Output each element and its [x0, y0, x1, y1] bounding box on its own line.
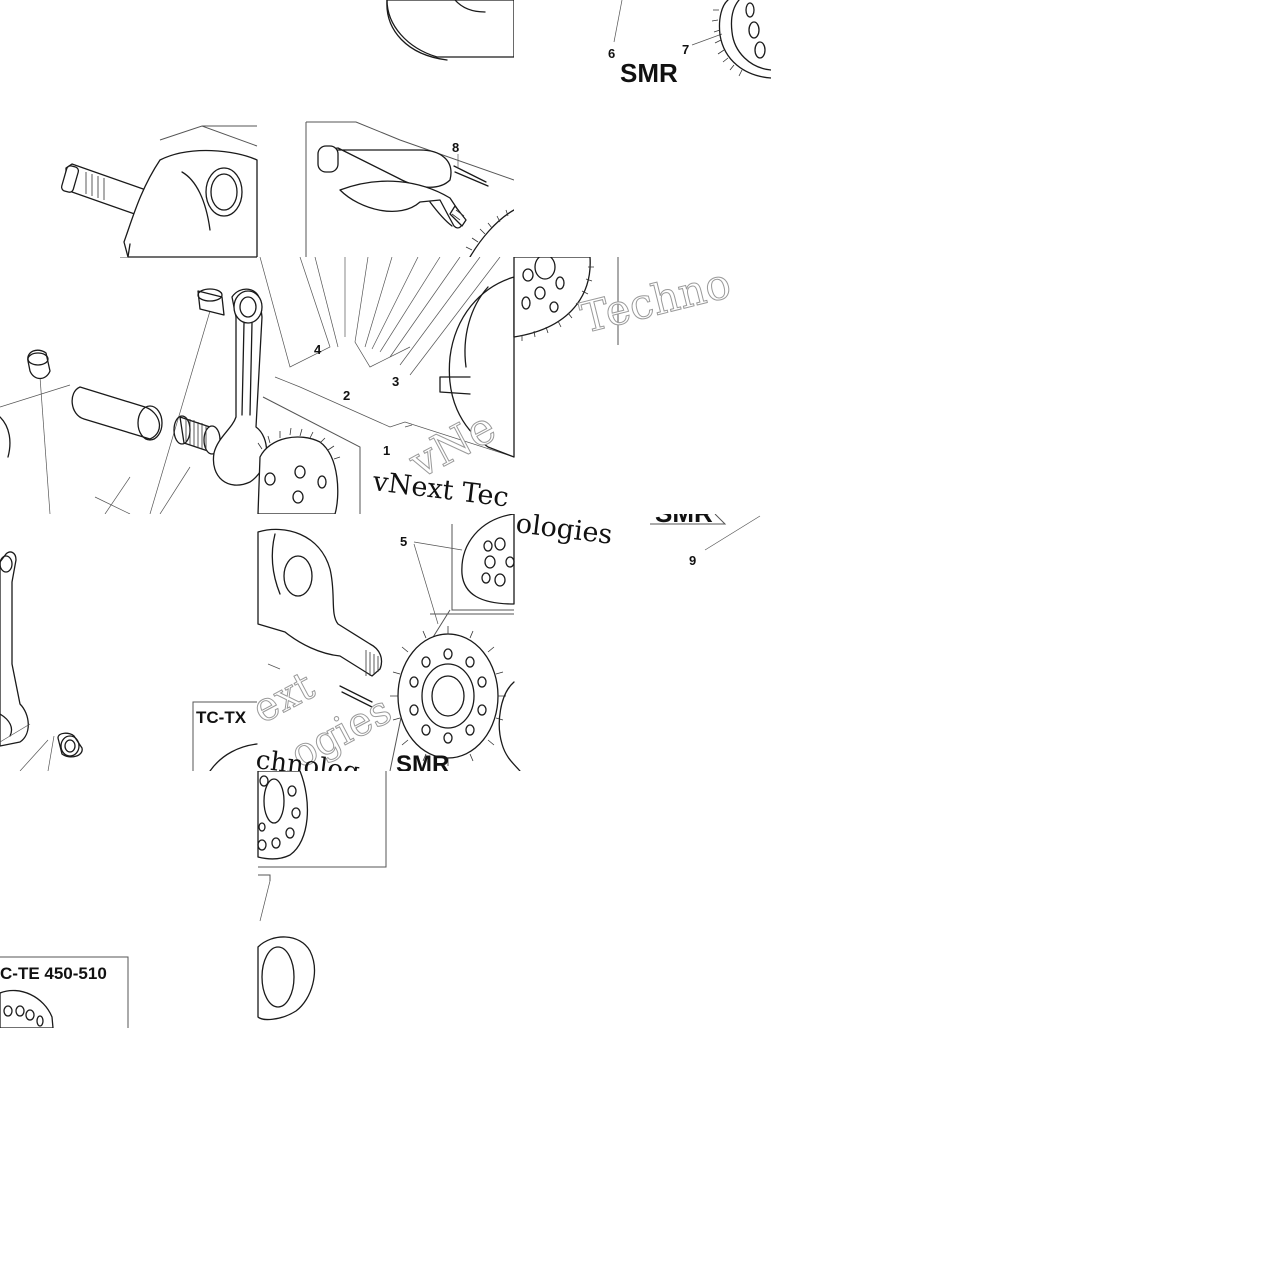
- crank-gear-row-overlay: TC-TX: [0, 514, 761, 771]
- crank-pin: [71, 386, 163, 441]
- washer-row-overlay: C-TE 450-510: [0, 771, 387, 1028]
- timing-gear-center: [257, 427, 341, 514]
- tile-flywheel-top: [257, 0, 514, 257]
- gear-top-drawing: 6 7 SMR: [608, 0, 771, 88]
- timing-gear-tc-te: [0, 989, 54, 1028]
- crankshaft-right-assembly: [317, 145, 489, 229]
- watermark-ologies: ologies: [514, 514, 614, 551]
- crankshaft-row-overlay: 8: [60, 121, 514, 257]
- crankshaft-half-bottom: [257, 528, 383, 709]
- callout-2: 2: [343, 388, 350, 403]
- callout-1: 1: [383, 443, 390, 458]
- crank-gear-top: [711, 0, 771, 79]
- small-bushing-bottom: [57, 732, 83, 758]
- flywheel-half: [439, 276, 515, 458]
- model-label-smr-mid: SMR: [655, 514, 713, 528]
- callout-4: 4: [314, 342, 322, 357]
- callout-8: 8: [452, 140, 459, 155]
- crankshaft-left-assembly: [60, 149, 258, 257]
- conrod-row-overlay: 4 2 3 1 Techno vNe vNext Tec: [0, 257, 736, 514]
- timing-gear-right-partial: [451, 514, 515, 611]
- thrust-washer: [257, 936, 316, 1021]
- watermark-techno: Techno: [576, 258, 736, 342]
- tile-gear-smr-top: 6 7 SMR: [514, 0, 771, 257]
- flywheel-top-drawing: [386, 0, 514, 61]
- callout-6: 6: [608, 46, 615, 61]
- small-end-bushing: [197, 288, 225, 316]
- timing-gear-5: [389, 609, 514, 771]
- connecting-rod: [212, 288, 268, 486]
- connecting-rod-left: [0, 551, 29, 747]
- model-label-tc-te: C-TE 450-510: [0, 964, 107, 983]
- crank-gear-right: [513, 257, 594, 341]
- callout-5: 5: [400, 534, 407, 549]
- model-label-tc-tx: TC-TX: [196, 708, 247, 727]
- small-bushing: [27, 349, 51, 380]
- callout-3: 3: [392, 374, 399, 389]
- callout-7: 7: [682, 42, 689, 57]
- model-label-smr-bottom: SMR: [396, 751, 449, 771]
- model-label-smr-top: SMR: [620, 58, 678, 88]
- callout-9: 9: [689, 553, 696, 568]
- needle-bearing: [173, 415, 221, 455]
- timing-gear-tc-tx: [257, 771, 309, 860]
